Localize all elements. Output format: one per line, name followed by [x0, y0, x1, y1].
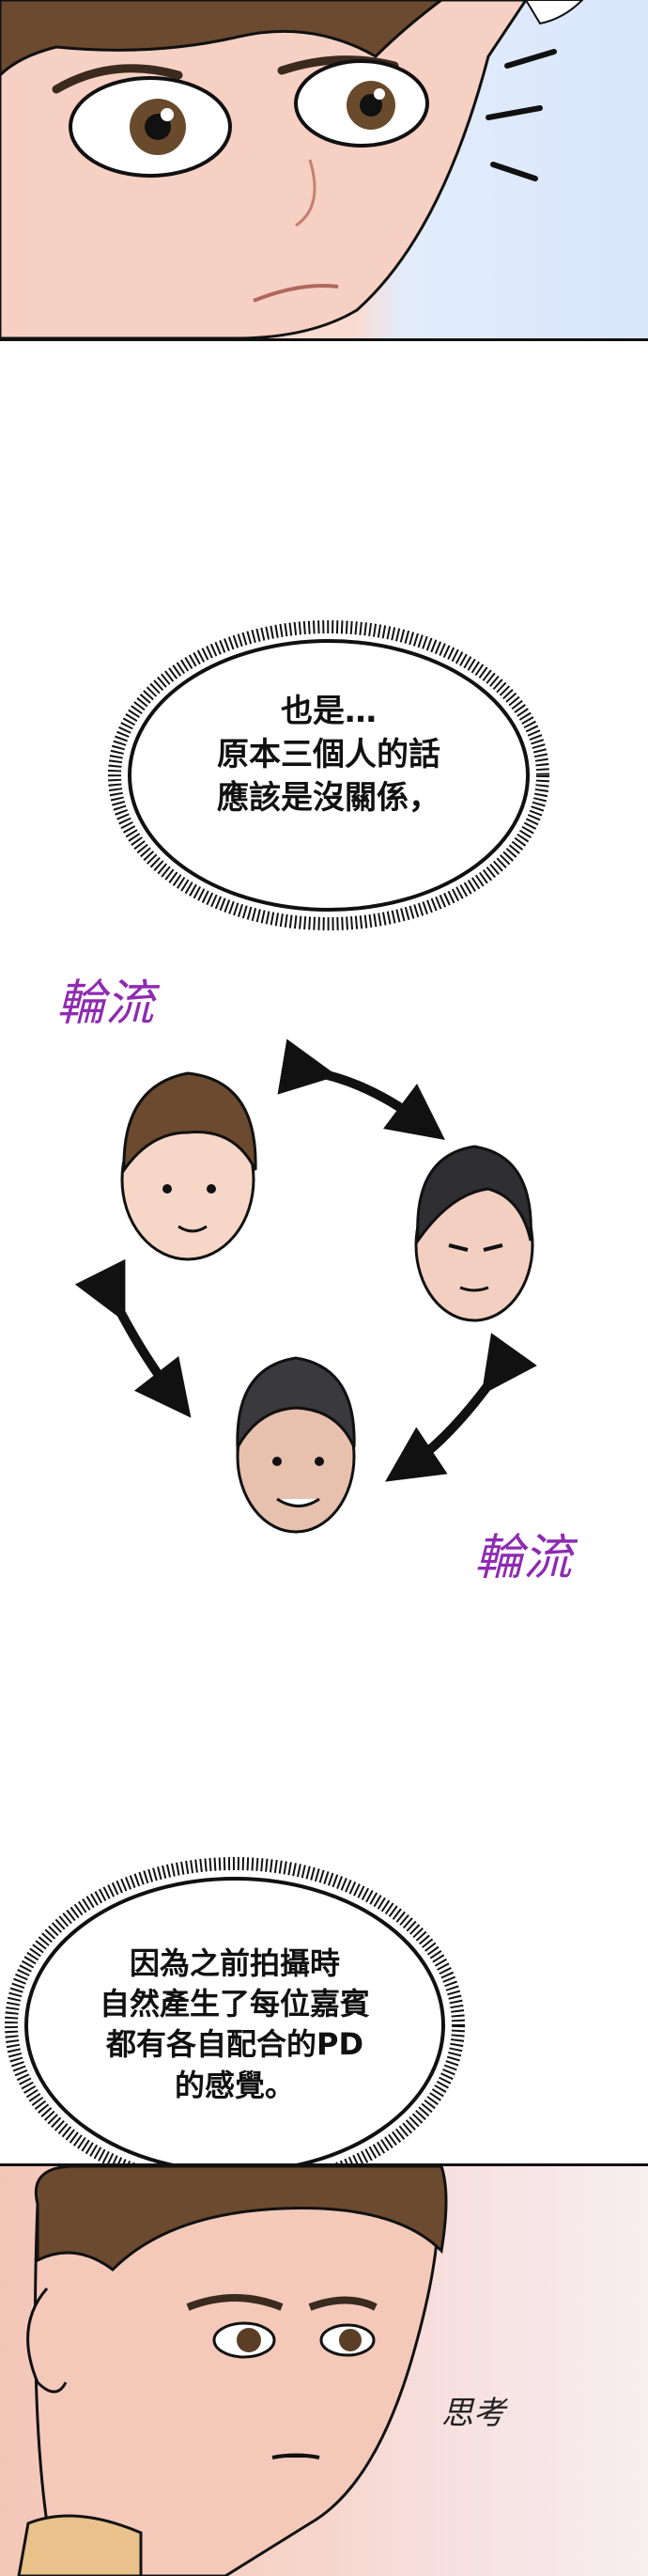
bubble-2-line: 自然產生了每位嘉賓 — [99, 1986, 370, 2022]
comic-panel-bottom: 思考 — [0, 2163, 648, 2576]
comic-panel-top — [0, 0, 648, 341]
double-arrow-icon — [385, 1333, 537, 1482]
speech-bubble-2-shape — [5, 1857, 465, 2194]
double-arrow-icon — [277, 1038, 446, 1140]
character-face-closeup — [0, 0, 584, 338]
bubble-1-line: 也是… — [281, 693, 377, 730]
bubble-1-line: 原本三個人的話 — [217, 735, 440, 773]
double-arrow-icon — [74, 1258, 192, 1418]
rotation-diagram — [74, 1038, 537, 1534]
bubble-2-line: 的感覺。 — [174, 2067, 295, 2103]
character-thinking — [17, 2166, 448, 2576]
speech-bubble-1-text: 也是… 原本三個人的話 應該是沒關係， — [164, 691, 493, 820]
character-head-brown-hair — [120, 1071, 257, 1261]
speech-bubble-2-text: 因為之前拍攝時 自然產生了每位嘉賓 都有各自配合的PD 的感覺。 — [52, 1944, 418, 2106]
character-head-dark-hair — [414, 1145, 534, 1322]
character-head-tan — [236, 1356, 356, 1534]
bubble-2-line: 因為之前拍攝時 — [129, 1945, 340, 1981]
bubble-2-line: 都有各自配合的PD — [105, 2026, 364, 2063]
rotation-label-bottom: 輪流 — [474, 1530, 573, 1586]
rotation-label-top: 輪流 — [56, 976, 155, 1032]
speech-bubble-1-shape — [108, 620, 549, 930]
sfx-thinking: 思考 — [441, 2395, 505, 2432]
bubble-1-line: 應該是沒關係， — [217, 778, 440, 817]
